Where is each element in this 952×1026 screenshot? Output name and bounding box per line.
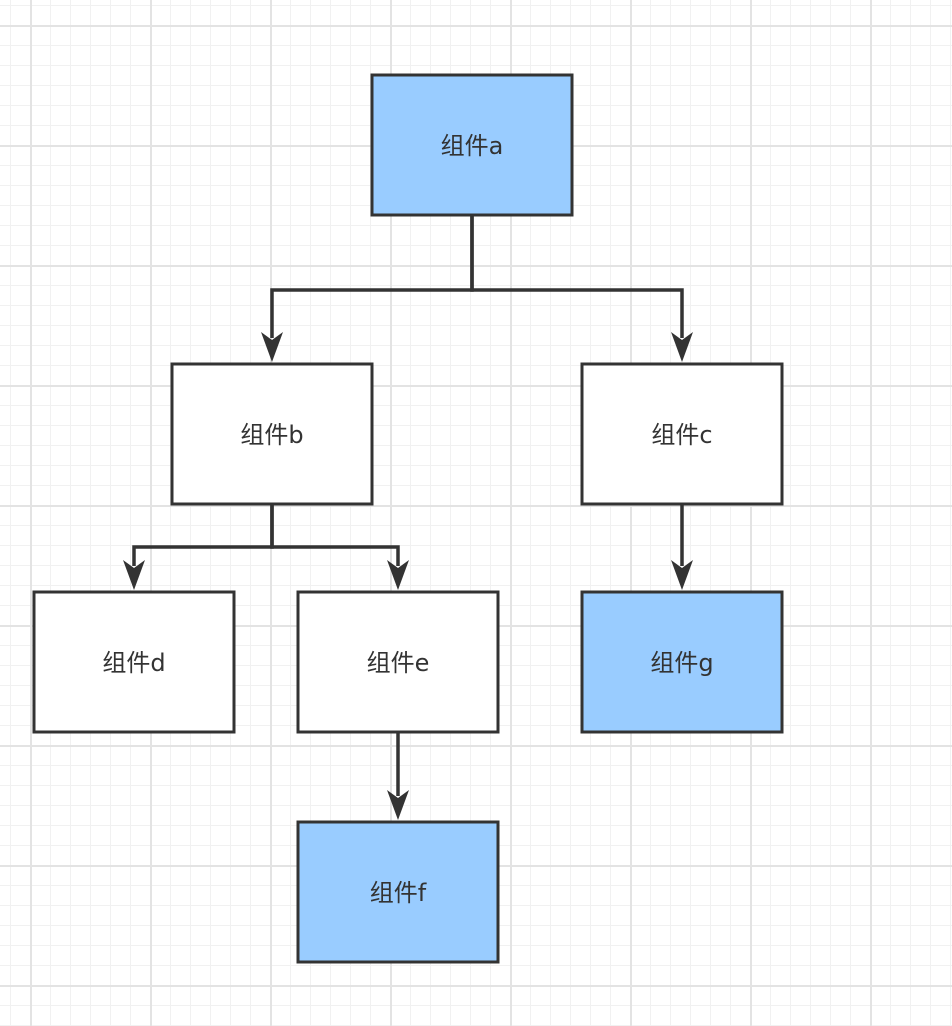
arrowhead-e [387,560,409,590]
arrowhead-d [123,560,145,590]
node-c[interactable]: 组件c [580,362,784,506]
node-d[interactable]: 组件d [32,590,236,734]
arrowhead-g [671,560,693,590]
arrowhead-c [671,332,693,362]
node-e[interactable]: 组件e [296,590,500,734]
node-e-label: 组件e [367,649,430,677]
node-a-box [370,73,574,217]
node-b-box [170,362,374,506]
node-f-box [296,820,500,964]
node-c-label: 组件c [651,421,712,449]
node-d-box [32,590,236,734]
node-f-label: 组件f [370,879,427,907]
edge-b-to-e [270,504,400,566]
edge-a-to-c [470,215,684,338]
arrowhead-b [261,332,283,362]
node-a-label: 组件a [441,132,504,160]
node-g[interactable]: 组件g [580,590,784,734]
node-g-box [580,590,784,734]
node-b-label: 组件b [240,421,303,449]
node-d-label: 组件d [102,649,165,677]
edges-layer [123,215,693,820]
node-g-label: 组件g [650,649,713,677]
arrowhead-f [387,790,409,820]
node-f[interactable]: 组件f [296,820,500,964]
nodes-layer: 组件a 组件b 组件c 组件d 组件e 组件f 组件g [32,73,784,964]
node-c-box [580,362,784,506]
edge-b-to-d [132,504,274,566]
edge-a-to-b [270,215,474,338]
node-b[interactable]: 组件b [170,362,374,506]
node-a[interactable]: 组件a [370,73,574,217]
node-e-box [296,590,500,734]
